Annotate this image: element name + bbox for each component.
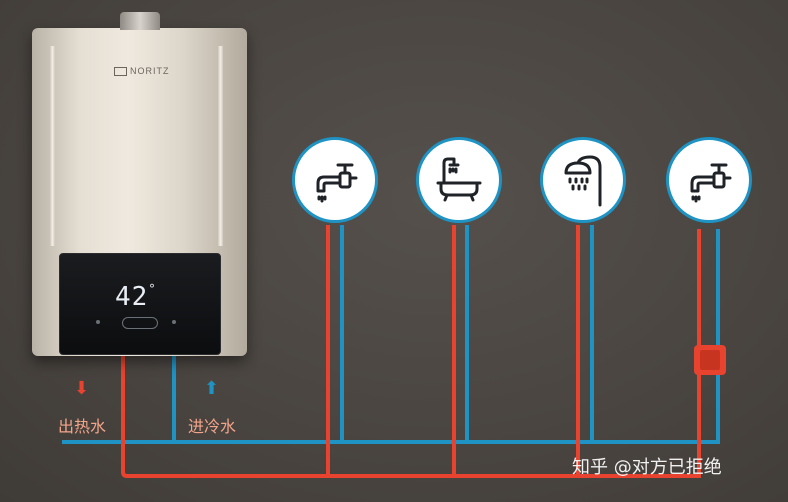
- panel-indicator-icon: [96, 320, 100, 324]
- faucet-icon: [316, 163, 358, 203]
- outlet-bathtub: [416, 137, 502, 223]
- watermark: 知乎 @对方已拒绝: [572, 457, 722, 478]
- bathtub-icon: [436, 157, 482, 202]
- outlet-shower: [540, 137, 626, 223]
- temperature-display: 42°: [115, 282, 157, 312]
- exhaust-vent: [120, 12, 160, 30]
- shower-icon: [564, 155, 602, 207]
- water-heater: NORITZ 42°: [32, 12, 247, 356]
- panel-button[interactable]: [122, 317, 158, 329]
- arrow-down-icon: ⬇: [74, 378, 90, 399]
- panel-indicator-icon: [172, 320, 176, 324]
- cold-water-main-pipe: [62, 225, 720, 444]
- outlet-faucet-2: [666, 137, 752, 223]
- brand-logo: NORITZ: [114, 66, 170, 77]
- cold-water-in-label: 进冷水: [188, 417, 237, 436]
- hot-water-main-pipe: [121, 225, 701, 478]
- hot-water-out-label: 出热水: [58, 417, 107, 436]
- outlet-faucet-1: [292, 137, 378, 223]
- arrow-up-icon: ⬆: [204, 378, 220, 399]
- valve-icon: [694, 345, 726, 375]
- control-panel: 42°: [59, 253, 221, 355]
- faucet-icon: [690, 163, 732, 203]
